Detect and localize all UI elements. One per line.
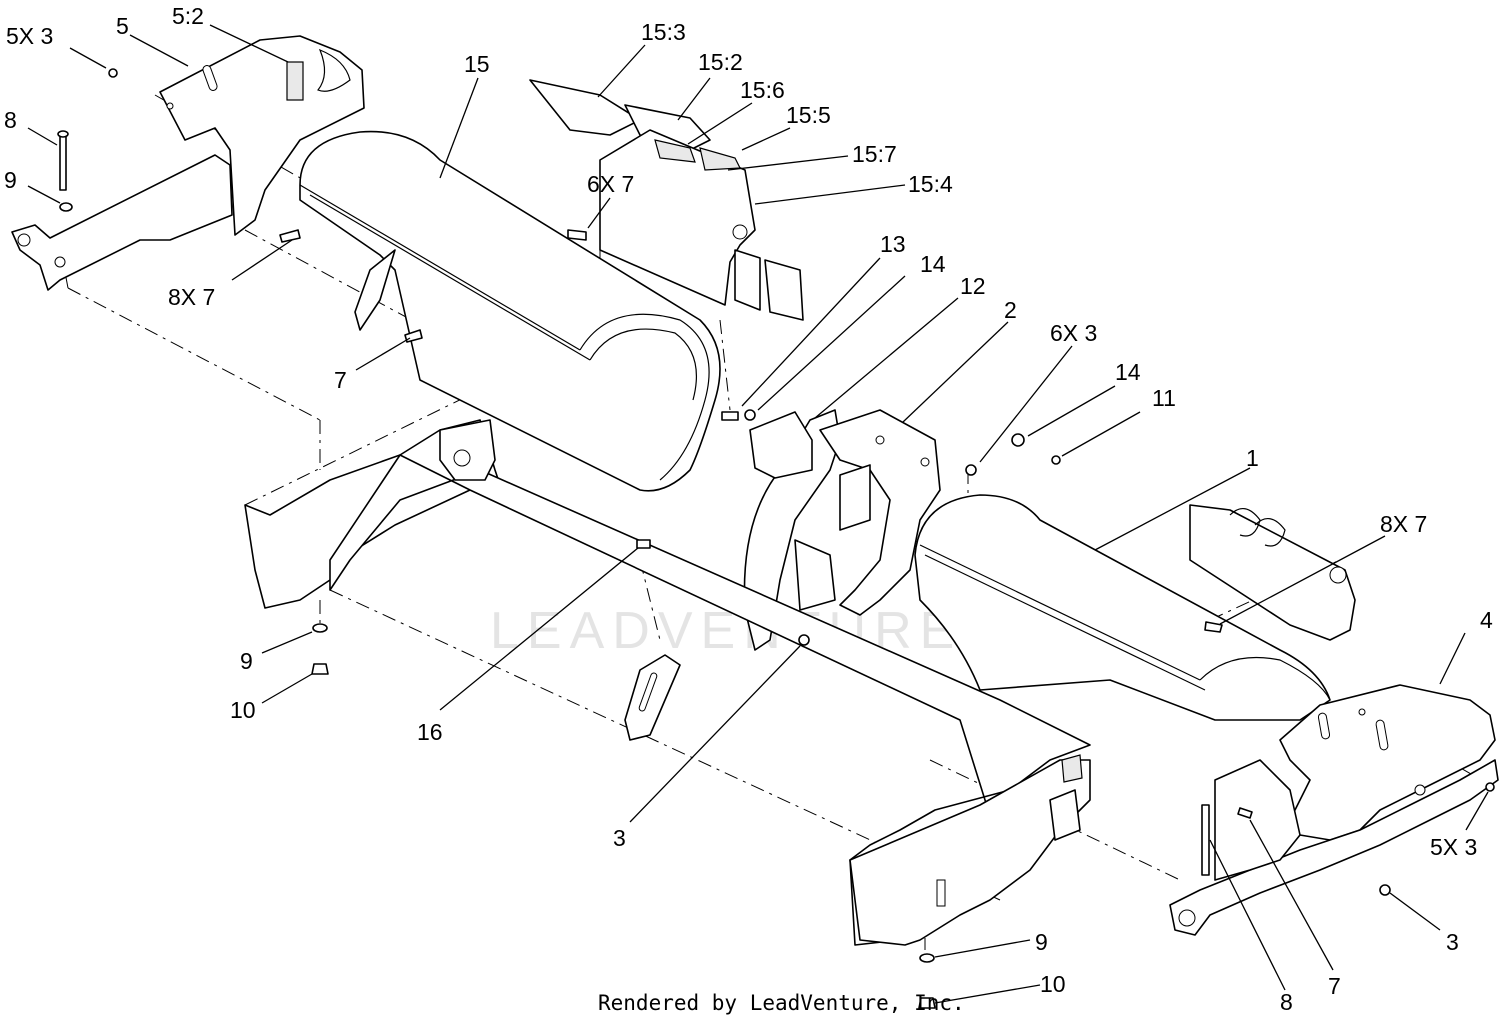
bolt-8-bottom	[1201, 804, 1210, 876]
left-side-plate	[159, 35, 365, 236]
hardware	[57, 68, 1495, 1009]
nut-11	[1051, 455, 1061, 465]
nut-10-bottom	[918, 997, 936, 1009]
rendered-by-credit: Rendered by LeadVenture, Inc.	[598, 991, 965, 1015]
washer-9-top	[59, 202, 73, 212]
callout-4: 4	[1480, 607, 1493, 633]
washer-14-b	[1011, 433, 1025, 447]
callout-10-bottom: 10	[1040, 971, 1066, 997]
top-cover-plates	[529, 79, 804, 321]
callout-2: 2	[1004, 297, 1017, 323]
callout-15-5: 15:5	[786, 102, 831, 128]
left-lower-rail	[11, 154, 233, 291]
callout-8x7-right: 8X 7	[1380, 511, 1427, 537]
callout-7-bottom: 7	[1328, 973, 1341, 999]
nut-3-right	[1379, 884, 1391, 896]
callout-5-top: 5	[116, 13, 129, 39]
callout-13: 13	[880, 231, 906, 257]
callout-12: 12	[960, 273, 986, 299]
warning-decal	[286, 61, 304, 101]
callout-10-mid: 10	[230, 697, 256, 723]
bolt-7-bottom	[1237, 807, 1253, 819]
callout-3-right: 3	[1446, 929, 1459, 955]
callout-1: 1	[1246, 445, 1259, 471]
washer-14-a	[744, 409, 756, 421]
nut-5x3-right	[1485, 782, 1495, 792]
callout-15-4: 15:4	[908, 171, 953, 197]
callout-6x3: 6X 3	[1050, 320, 1097, 346]
callout-15-6: 15:6	[740, 77, 785, 103]
slot-bracket	[624, 654, 681, 741]
callout-16: 16	[417, 719, 443, 745]
washer-9-bottom	[919, 953, 935, 963]
callout-15-2: 15:2	[698, 49, 743, 75]
washer-9-mid	[312, 623, 328, 633]
callout-9-bottom: 9	[1035, 929, 1048, 955]
left-drum-shield	[299, 130, 721, 492]
callout-labels: 5X 3 5 5:2 15 15:3 15:2 15:6 15:5 15:7 1…	[4, 3, 1493, 1015]
callout-15-7: 15:7	[852, 141, 897, 167]
bolt-8x7-right	[1204, 621, 1223, 633]
bolt-8x7-left	[279, 229, 301, 243]
nut-3-mid	[798, 634, 810, 646]
callout-5x3-right: 5X 3	[1430, 834, 1477, 860]
right-drum-shield	[914, 494, 1356, 721]
callout-8-top: 8	[4, 107, 17, 133]
callout-9-mid: 9	[240, 648, 253, 674]
bolt-6x7	[567, 229, 587, 241]
callout-8-bottom: 8	[1280, 989, 1293, 1015]
nut-5x3-top	[108, 68, 118, 78]
leader-lines	[27, 24, 1489, 1004]
center-support-bracket	[743, 409, 941, 651]
callout-15: 15	[464, 51, 490, 77]
callout-9-top: 9	[4, 167, 17, 193]
bolt-13	[721, 411, 739, 421]
callout-5x3-top: 5X 3	[6, 23, 53, 49]
callout-5-2: 5:2	[172, 3, 204, 29]
callout-14-a: 14	[920, 251, 946, 277]
nut-10-mid	[311, 663, 329, 675]
callout-7-left: 7	[334, 367, 347, 393]
callout-15-3: 15:3	[641, 19, 686, 45]
callout-3-mid: 3	[613, 825, 626, 851]
lower-main-frame	[244, 419, 1091, 946]
bolt-16	[636, 539, 651, 549]
callout-11: 11	[1152, 385, 1176, 411]
callout-6x7: 6X 7	[587, 171, 634, 197]
right-side-plate	[1169, 684, 1499, 936]
callout-8x7-left: 8X 7	[168, 284, 215, 310]
nut-6x3	[965, 464, 977, 476]
bolt-8-top	[59, 134, 67, 191]
callout-14-b: 14	[1115, 359, 1141, 385]
